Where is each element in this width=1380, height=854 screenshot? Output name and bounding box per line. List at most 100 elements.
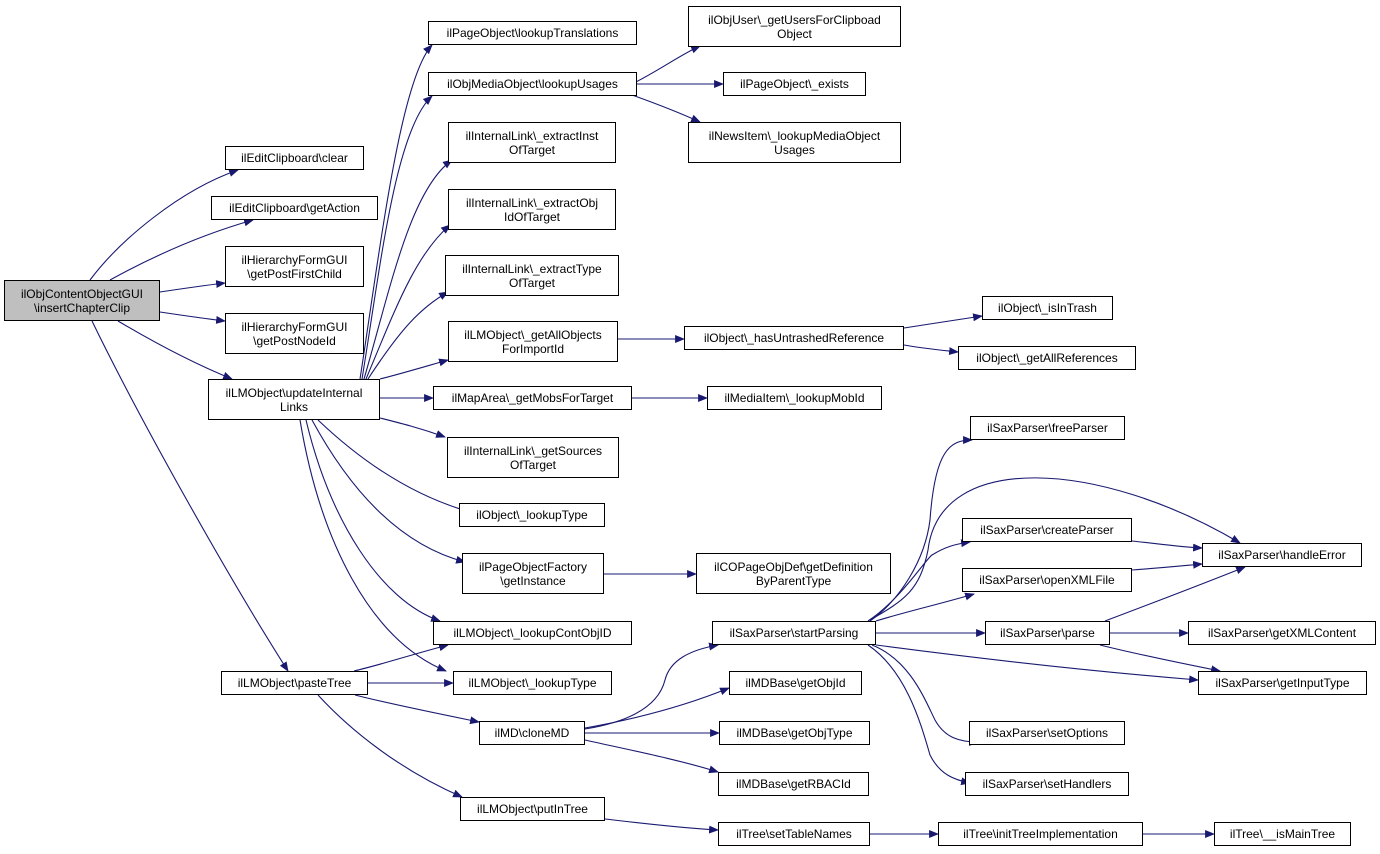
node-mdbase-getobjtype[interactable]: ilMDBase\getObjType xyxy=(719,721,870,745)
call-edge-arrow xyxy=(299,419,447,672)
node-openxmlfile[interactable]: ilSaxParser\openXMLFile xyxy=(962,568,1132,592)
node-label-line: OfTarget xyxy=(508,275,556,290)
node-label-line: ilObject\_hasUntrashedReference xyxy=(703,331,885,345)
call-edge-arrow xyxy=(604,818,719,834)
node-label-line: ilInternalLink\_extractObj xyxy=(465,195,599,210)
node-label-line: ilPageObject\_exists xyxy=(740,77,849,91)
node-editclipboard-getaction[interactable]: ilEditClipboard\getAction xyxy=(211,196,378,220)
node-lookuptranslations[interactable]: ilPageObject\lookupTranslations xyxy=(428,21,637,45)
node-setoptions[interactable]: ilSaxParser\setOptions xyxy=(969,721,1125,745)
node-label-line: ilLMObject\_getAllObjects xyxy=(464,327,602,342)
node-label-line: IdOfTarget xyxy=(503,209,561,224)
call-edge-arrow xyxy=(359,44,433,380)
node-label-line: ilInternalLink\_extractType xyxy=(462,261,602,276)
call-edge-arrow xyxy=(367,291,449,380)
node-clonemd[interactable]: ilMD\cloneMD xyxy=(479,721,585,745)
node-label-line: ilSaxParser\startParsing xyxy=(729,626,859,640)
node-lookupcontobjid[interactable]: ilLMObject\_lookupContObjID xyxy=(433,621,632,645)
node-getpostnodeid[interactable]: ilHierarchyFormGUI\getPostNodeId xyxy=(225,313,364,354)
node-label-line: Object xyxy=(777,26,812,41)
node-handleerror[interactable]: ilSaxParser\handleError xyxy=(1202,543,1362,567)
node-lookupmobid[interactable]: ilMediaItem\_lookupMobId xyxy=(707,386,882,410)
call-edge-arrow xyxy=(875,592,975,622)
call-edge-arrow xyxy=(317,694,463,798)
call-edge-arrow xyxy=(584,739,719,774)
node-object-lookuptype[interactable]: ilObject\_lookupType xyxy=(459,503,605,527)
call-edge-arrow xyxy=(354,694,480,725)
call-edge-arrow xyxy=(871,644,979,746)
call-edge-arrow xyxy=(867,644,971,786)
node-label-line: ilLMObject\putInTree xyxy=(477,802,588,816)
call-edge-arrow xyxy=(305,419,441,622)
node-label-line: ilTree\__isMainTree xyxy=(1229,827,1336,841)
node-label-line: Links xyxy=(279,399,308,414)
node-mdbase-getrbacid[interactable]: ilMDBase\getRBACId xyxy=(718,772,869,796)
node-label-line: ilLMObject\_lookupType xyxy=(468,676,597,690)
call-edge-arrow xyxy=(875,644,1199,684)
node-isintrash[interactable]: ilObject\_isInTrash xyxy=(982,296,1113,320)
node-label-line: OfTarget xyxy=(508,142,556,157)
call-edge-arrow xyxy=(867,539,971,622)
node-label-line: ilInternalLink\_getSources xyxy=(463,443,603,458)
node-parse[interactable]: ilSaxParser\parse xyxy=(985,621,1110,645)
node-label-line: Usages xyxy=(774,142,815,157)
call-edge-arrow xyxy=(1099,644,1221,674)
node-createparser[interactable]: ilSaxParser\createParser xyxy=(962,518,1132,542)
node-label-line: ilSaxParser\freeParser xyxy=(987,421,1108,435)
node-hasuntrashedreference[interactable]: ilObject\_hasUntrashedReference xyxy=(684,326,904,350)
node-root-insertchapterclip[interactable]: ilObjContentObjectGUI\insertChapterClip xyxy=(4,280,160,321)
call-edge-arrow xyxy=(1131,560,1203,571)
node-label-line: ilSaxParser\getInputType xyxy=(1215,676,1350,690)
node-getmobsfortarget[interactable]: ilMapArea\_getMobsForTarget xyxy=(433,386,632,410)
node-label-line: ilMediaItem\_lookupMobId xyxy=(724,391,865,405)
node-settablenames[interactable]: ilTree\setTableNames xyxy=(718,822,870,846)
node-label-line: \getInstance xyxy=(500,573,566,588)
node-lmobject-lookuptype[interactable]: ilLMObject\_lookupType xyxy=(453,671,612,695)
node-label-line: ilObject\_getAllReferences xyxy=(976,351,1118,365)
node-label-line: ilObjUser\_getUsersForClipboad xyxy=(708,12,881,27)
call-edge-arrow xyxy=(317,419,471,514)
call-edge-arrow xyxy=(1131,540,1203,552)
node-getallreferences[interactable]: ilObject\_getAllReferences xyxy=(958,346,1136,370)
node-getinputtype[interactable]: ilSaxParser\getInputType xyxy=(1198,671,1367,695)
node-sethandlers[interactable]: ilSaxParser\setHandlers xyxy=(965,772,1129,796)
node-label-line: ilSaxParser\setOptions xyxy=(985,726,1109,740)
node-label-line: ilSaxParser\openXMLFile xyxy=(979,573,1115,587)
node-label-line: ilSaxParser\handleError xyxy=(1218,548,1346,562)
call-edge-arrow xyxy=(117,320,233,380)
call-edge-arrow xyxy=(379,417,446,438)
node-editclipboard-clear[interactable]: ilEditClipboard\clear xyxy=(225,146,364,170)
node-lookupusages[interactable]: ilObjMediaObject\lookupUsages xyxy=(428,72,637,96)
node-ismaintree[interactable]: ilTree\__isMainTree xyxy=(1214,822,1351,846)
node-putintree[interactable]: ilLMObject\putInTree xyxy=(460,797,605,821)
node-freeparser[interactable]: ilSaxParser\freeParser xyxy=(970,416,1125,440)
node-label-line: ilSaxParser\createParser xyxy=(980,523,1114,537)
node-pastetree[interactable]: ilLMObject\pasteTree xyxy=(221,671,368,695)
node-label-line: \insertChapterClip xyxy=(33,300,131,315)
call-edge-arrow xyxy=(159,311,226,324)
node-label-line: ilLMObject\updateInternal xyxy=(225,385,363,400)
node-label-line: ilEditClipboard\clear xyxy=(241,151,348,165)
node-startparsing[interactable]: ilSaxParser\startParsing xyxy=(712,621,876,645)
node-label-line: ilMDBase\getObjId xyxy=(745,676,846,690)
node-label-line: ilSaxParser\getXMLContent xyxy=(1207,626,1357,640)
node-pageobjectfactory-getinstance[interactable]: ilPageObjectFactory\getInstance xyxy=(462,553,604,594)
node-getxmlcontent[interactable]: ilSaxParser\getXMLContent xyxy=(1188,621,1376,645)
node-inittreeimplementation[interactable]: ilTree\initTreeImplementation xyxy=(938,822,1143,846)
node-getpostfirstchild[interactable]: ilHierarchyFormGUI\getPostFirstChild xyxy=(225,246,364,287)
node-label-line: ilTree\setTableNames xyxy=(736,827,852,841)
node-pageobject-exists[interactable]: ilPageObject\_exists xyxy=(723,72,866,96)
node-label-line: ilSaxParser\setHandlers xyxy=(982,777,1112,791)
node-mdbase-getobjid[interactable]: ilMDBase\getObjId xyxy=(729,671,862,695)
call-edge-arrow xyxy=(631,94,701,123)
